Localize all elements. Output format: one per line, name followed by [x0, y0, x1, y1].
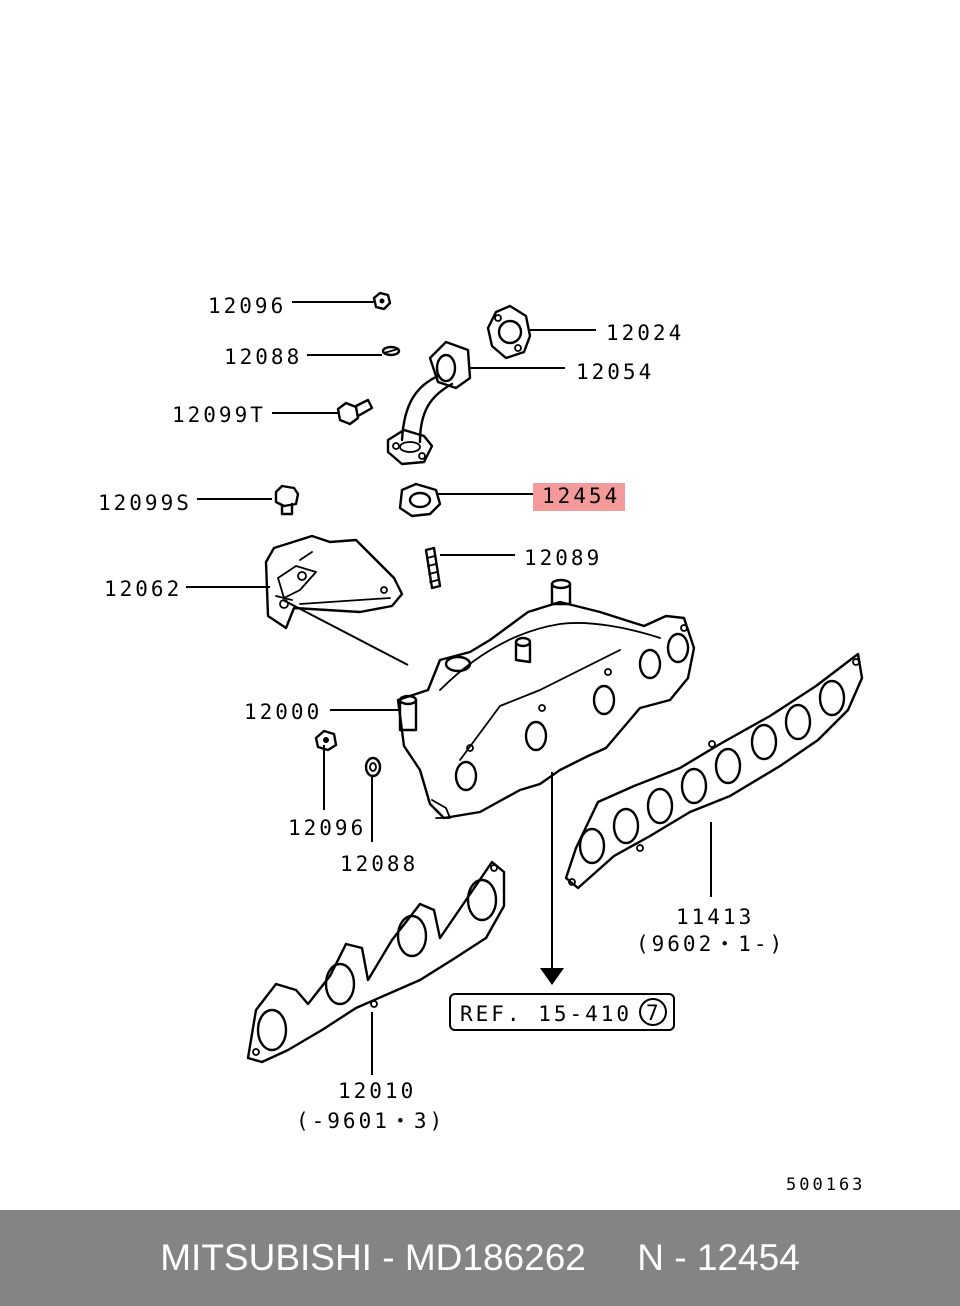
bolt-12099S — [274, 484, 300, 516]
reference-circle-number: 7 — [646, 1001, 659, 1025]
label-12000: 12000 — [244, 700, 322, 724]
label-12010-range: (-9601・3) — [296, 1109, 445, 1133]
highlight-box — [533, 483, 625, 511]
footer-note: N - 12454 — [637, 1237, 800, 1278]
label-12054: 12054 — [576, 360, 654, 384]
label-12024: 12024 — [606, 321, 684, 345]
label-12088-top: 12088 — [224, 345, 302, 369]
gasket-12024 — [486, 304, 532, 360]
bolt-12099T — [336, 398, 374, 426]
parts-diagram: REF. 15-410 7 12096 12088 12099T 12099S … — [98, 291, 865, 1195]
leader-lines — [186, 301, 712, 1075]
label-12096-top: 12096 — [208, 294, 286, 318]
gasket-11413 — [564, 652, 864, 890]
footer-part-number: MD186262 — [404, 1237, 586, 1278]
label-11413-range: (9602・1-) — [636, 932, 785, 956]
label-12010: 12010 — [338, 1079, 416, 1103]
label-12099S: 12099S — [98, 491, 192, 515]
label-12099T: 12099T — [172, 403, 266, 427]
nut-12096-bottom — [314, 729, 338, 752]
washer-12088-top — [381, 345, 401, 357]
label-12088-bottom: 12088 — [340, 852, 418, 876]
label-12096-bottom: 12096 — [288, 816, 366, 840]
label-11413: 11413 — [676, 905, 754, 929]
gasket-12010 — [246, 860, 506, 1064]
gasket-12454 — [398, 482, 442, 518]
washer-12088-bottom — [364, 756, 382, 778]
label-12454: 12454 — [542, 484, 620, 508]
reference-box: REF. 15-410 7 — [449, 993, 675, 1031]
footer-caption: MITSUBISHI - MD186262 N - 12454 — [160, 1237, 800, 1278]
nut-12096-top — [372, 291, 392, 311]
reference-text: REF. 15-410 — [460, 1002, 632, 1026]
label-12062: 12062 — [104, 577, 182, 601]
label-12089: 12089 — [524, 546, 602, 570]
stud-12089 — [424, 546, 442, 590]
manifold-12000 — [396, 578, 696, 820]
pipe-12054 — [386, 340, 472, 466]
footer-brand: MITSUBISHI — [160, 1237, 372, 1278]
bracket-12062 — [264, 534, 404, 630]
diagram-code: 500163 — [786, 1175, 865, 1195]
footer-bar: MITSUBISHI - MD186262 N - 12454 — [0, 1210, 960, 1306]
